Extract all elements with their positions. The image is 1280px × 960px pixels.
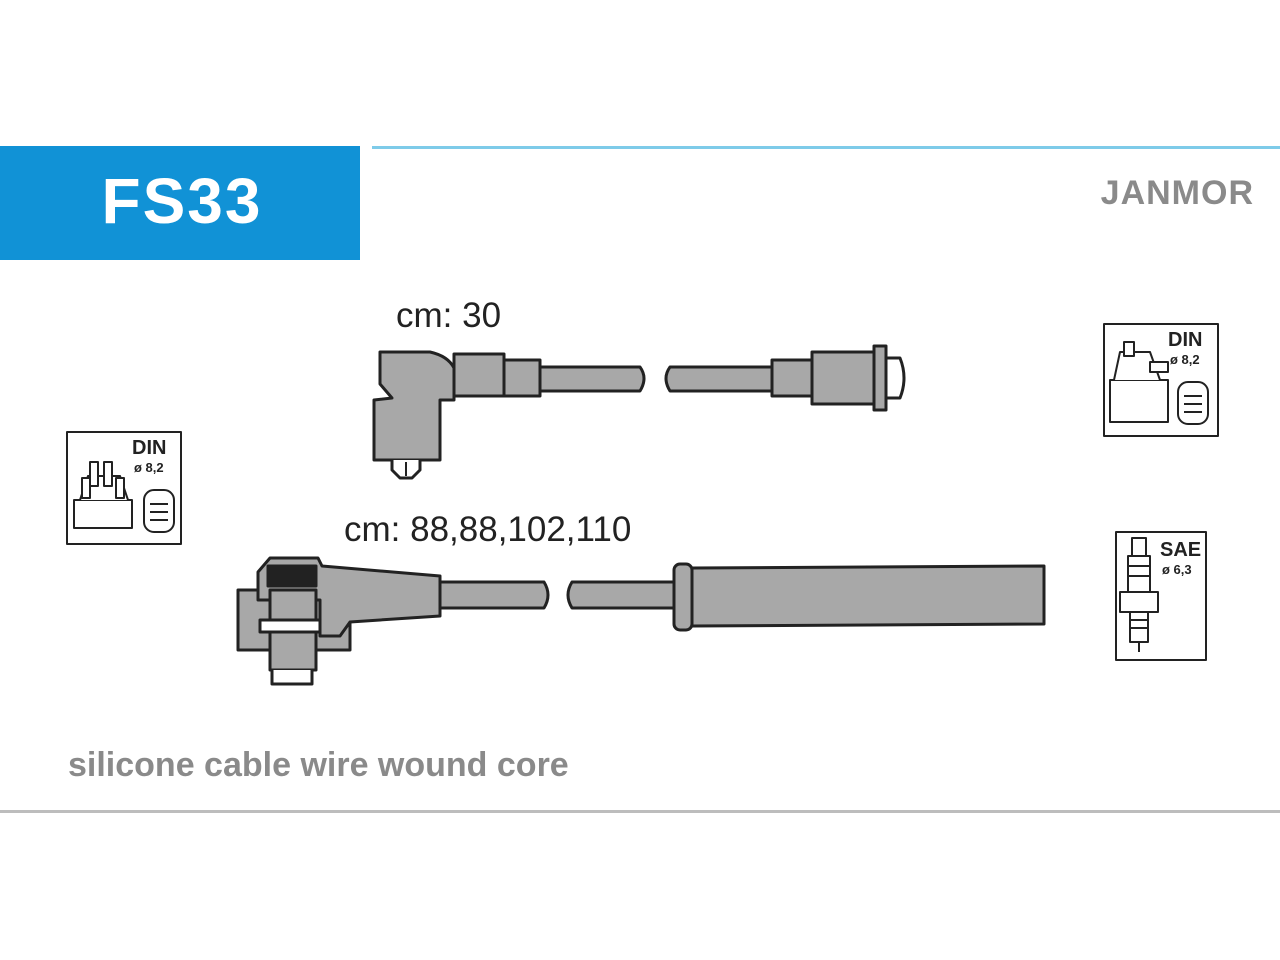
coil-boot-cap: [266, 564, 318, 588]
long-cable-length: cm: 88,88,102,110: [344, 510, 632, 549]
cable-description: silicone cable wire wound core: [68, 746, 569, 784]
sae-diameter: ø 6,3: [1162, 562, 1192, 577]
cable-segment: [438, 580, 550, 610]
long-cable: [236, 556, 1046, 686]
brand-name: JANMOR: [1100, 174, 1254, 212]
angled-boot: [372, 350, 456, 462]
distributor-cap-icon: [1109, 379, 1169, 423]
boot-collar: [502, 358, 542, 398]
din-distributor-box-right: [1103, 323, 1219, 437]
cable-segment: [566, 580, 678, 610]
product-code: FS33: [101, 165, 263, 237]
coil-boot-terminal: [270, 670, 314, 686]
plug-boot: [690, 564, 1046, 628]
short-cable: [372, 344, 906, 480]
din-diameter-right: ø 8,2: [1170, 352, 1200, 367]
cable-segment: [538, 365, 646, 393]
din-distributor-box-left: [66, 431, 182, 545]
din-label-right: DIN: [1168, 329, 1202, 351]
sae-spark-plug-box: [1115, 531, 1207, 661]
straight-boot-terminal: [884, 356, 906, 400]
header-divider: [372, 146, 1280, 149]
boot-sleeve: [452, 352, 506, 398]
spark-plug-icon: [1131, 537, 1147, 557]
product-code-badge: FS33: [0, 146, 360, 260]
plug-boot-ring: [672, 562, 694, 632]
straight-boot-collar: [770, 358, 814, 398]
footer-divider: [0, 810, 1280, 813]
distributor-cap-icon: [73, 499, 133, 529]
straight-boot: [810, 350, 876, 406]
coil-boot-clip: [258, 618, 322, 634]
din-label-left: DIN: [132, 437, 166, 459]
straight-boot-flange: [872, 344, 888, 412]
sae-label: SAE: [1160, 539, 1201, 561]
short-cable-length: cm: 30: [396, 296, 502, 335]
din-diameter-left: ø 8,2: [134, 460, 164, 475]
cable-segment: [664, 365, 774, 393]
